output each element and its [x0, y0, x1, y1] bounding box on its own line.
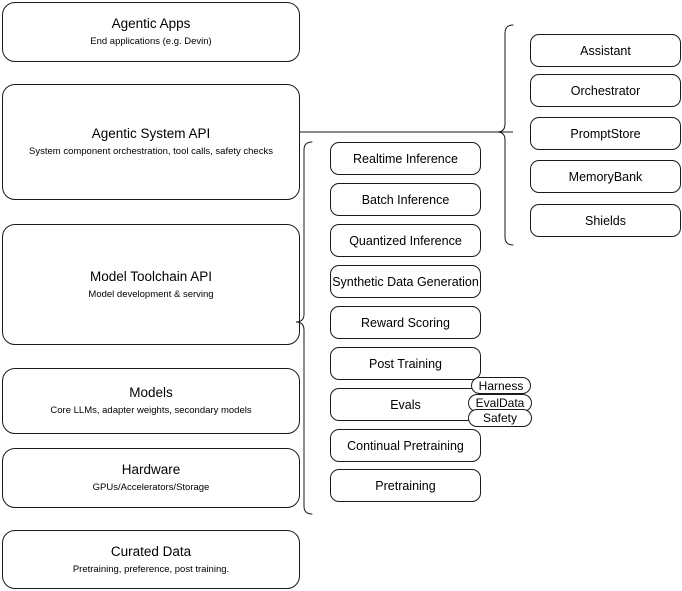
agentic-item-shields[interactable]: Shields [530, 204, 681, 237]
toolchain-item-reward-scoring[interactable]: Reward Scoring [330, 306, 481, 339]
item-label: Batch Inference [361, 192, 450, 207]
agentic-item-prompt-store[interactable]: PromptStore [530, 117, 681, 150]
item-label: Pretraining [375, 478, 436, 493]
layer-title: Model Toolchain API [89, 268, 213, 284]
item-label: MemoryBank [568, 169, 643, 184]
toolchain-item-post-training[interactable]: Post Training [330, 347, 481, 380]
item-label: Post Training [369, 356, 442, 371]
toolchain-item-pretraining[interactable]: Pretraining [330, 469, 481, 502]
layer-box-hardware[interactable]: Hardware GPUs/Accelerators/Storage [2, 448, 300, 508]
layer-box-models[interactable]: Models Core LLMs, adapter weights, secon… [2, 368, 300, 434]
eval-pill-safety[interactable]: Safety [468, 409, 532, 427]
agentic-system-brace [496, 21, 517, 249]
layer-subtitle: Pretraining, preference, post training. [72, 563, 230, 575]
layer-box-curated-data[interactable]: Curated Data Pretraining, preference, po… [2, 530, 300, 589]
pill-label: Safety [482, 411, 518, 425]
layer-subtitle: GPUs/Accelerators/Storage [92, 482, 210, 493]
pill-label: EvalData [475, 396, 525, 410]
eval-pill-harness[interactable]: Harness [471, 377, 531, 394]
eval-pill-eval-data[interactable]: EvalData [468, 394, 532, 412]
layer-title: Hardware [121, 462, 181, 477]
item-label: Evals [390, 397, 421, 412]
agentic-item-assistant[interactable]: Assistant [530, 34, 681, 67]
layer-subtitle: End applications (e.g. Devin) [90, 36, 212, 47]
agentic-item-memory-bank[interactable]: MemoryBank [530, 160, 681, 193]
item-label: Realtime Inference [353, 151, 458, 166]
toolchain-item-synthetic-data-generation[interactable]: Synthetic Data Generation [330, 265, 481, 298]
item-label: Orchestrator [570, 83, 641, 98]
layer-subtitle: System component orchestration, tool cal… [29, 146, 273, 157]
toolchain-item-batch-inference[interactable]: Batch Inference [330, 183, 481, 216]
layer-box-agentic-apps[interactable]: Agentic Apps End applications (e.g. Devi… [2, 2, 300, 62]
item-label: Quantized Inference [349, 233, 462, 248]
toolchain-item-quantized-inference[interactable]: Quantized Inference [330, 224, 481, 257]
layer-box-agentic-system-api[interactable]: Agentic System API System component orch… [2, 84, 300, 200]
layer-title: Curated Data [110, 543, 192, 559]
pill-label: Harness [478, 378, 524, 393]
layer-subtitle: Core LLMs, adapter weights, secondary mo… [50, 405, 252, 416]
layer-box-model-toolchain-api[interactable]: Model Toolchain API Model development & … [2, 224, 300, 345]
layer-subtitle: Model development & serving [88, 288, 214, 300]
layer-title: Agentic System API [91, 126, 211, 141]
item-label: Reward Scoring [361, 315, 450, 330]
toolchain-item-evals[interactable]: Evals [330, 388, 481, 421]
item-label: Assistant [580, 43, 631, 58]
agentic-system-connector-line [300, 131, 513, 133]
layer-title: Agentic Apps [111, 16, 191, 31]
item-label: Shields [585, 213, 626, 228]
toolchain-item-continual-pretraining[interactable]: Continual Pretraining [330, 429, 481, 462]
item-label: Continual Pretraining [347, 438, 464, 453]
layer-title: Models [129, 385, 173, 400]
item-label: Synthetic Data Generation [332, 274, 479, 289]
item-label: PromptStore [570, 126, 641, 141]
agentic-item-orchestrator[interactable]: Orchestrator [530, 74, 681, 107]
toolchain-item-realtime-inference[interactable]: Realtime Inference [330, 142, 481, 175]
